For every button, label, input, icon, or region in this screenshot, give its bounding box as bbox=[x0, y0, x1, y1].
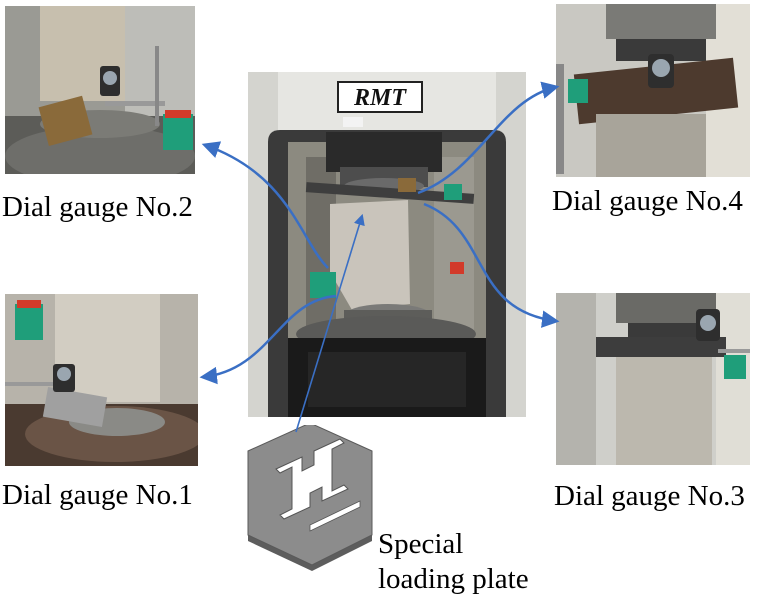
caption-dial-gauge-3: Dial gauge No.3 bbox=[554, 480, 745, 512]
caption-dial-gauge-4: Dial gauge No.4 bbox=[552, 185, 743, 217]
caption-dial-gauge-2: Dial gauge No.2 bbox=[2, 191, 193, 223]
photo-test-machine: RMT bbox=[248, 72, 526, 417]
caption-special-loading-plate-2: loading plate bbox=[378, 563, 529, 595]
magnetic-base-icon bbox=[15, 304, 43, 340]
brand-plate bbox=[337, 81, 423, 113]
caption-dial-gauge-1: Dial gauge No.1 bbox=[2, 479, 193, 511]
caption-special-loading-plate-1: Special bbox=[378, 528, 464, 560]
brand-text: RMT bbox=[353, 85, 407, 111]
photo-dial-gauge-3 bbox=[556, 293, 750, 465]
photo-dial-gauge-4 bbox=[556, 4, 750, 177]
specimen-block bbox=[596, 114, 706, 177]
photo-dial-gauge-2 bbox=[5, 6, 195, 174]
specimen-block bbox=[616, 357, 712, 465]
special-loading-plate-icon bbox=[240, 425, 380, 575]
magnetic-base-icon bbox=[163, 114, 193, 150]
photo-dial-gauge-1 bbox=[5, 294, 198, 466]
